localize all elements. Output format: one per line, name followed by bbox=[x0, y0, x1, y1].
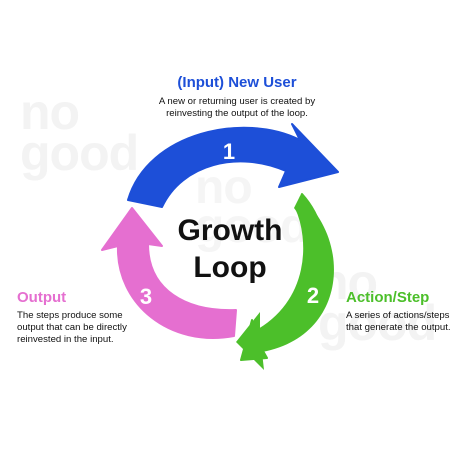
step-number-1: 1 bbox=[223, 139, 235, 164]
output-arrow bbox=[101, 207, 237, 339]
action-arrow-body bbox=[236, 196, 334, 370]
watermark-line: good bbox=[318, 295, 437, 351]
description-line: A series of actions/steps bbox=[346, 310, 450, 321]
watermark-line: good bbox=[195, 200, 309, 254]
step-number-3: 3 bbox=[140, 284, 152, 309]
output-step-description: The steps produce some output that can b… bbox=[17, 310, 157, 346]
watermark-line: no bbox=[195, 161, 253, 214]
input-step-title: (Input) New User bbox=[177, 74, 297, 91]
watermark-line: good bbox=[20, 125, 139, 181]
description-line: reinvested in the input. bbox=[17, 333, 114, 345]
action-step-description: A series of actions/steps that generate … bbox=[346, 310, 474, 334]
input-arrow bbox=[127, 123, 339, 208]
description-line: output that can be directly bbox=[17, 321, 127, 333]
watermark-line: no bbox=[20, 84, 80, 140]
description-line: reinvesting the output of the loop. bbox=[166, 107, 308, 119]
output-step-title: Output bbox=[17, 289, 67, 306]
watermark-left: no good bbox=[20, 84, 139, 181]
description-line: A new or returning user is created by bbox=[158, 96, 316, 107]
description-line: that generate the output. bbox=[346, 321, 451, 333]
watermark-center: no good bbox=[195, 161, 309, 254]
center-label-line2: Loop bbox=[193, 251, 266, 284]
description-line: The steps produce some bbox=[17, 310, 123, 321]
center-label-line1: Growth bbox=[178, 214, 283, 247]
input-step-description: A new or returning user is created by re… bbox=[137, 96, 337, 120]
action-step-title: Action/Step bbox=[346, 289, 430, 306]
step-number-2: 2 bbox=[307, 283, 319, 308]
